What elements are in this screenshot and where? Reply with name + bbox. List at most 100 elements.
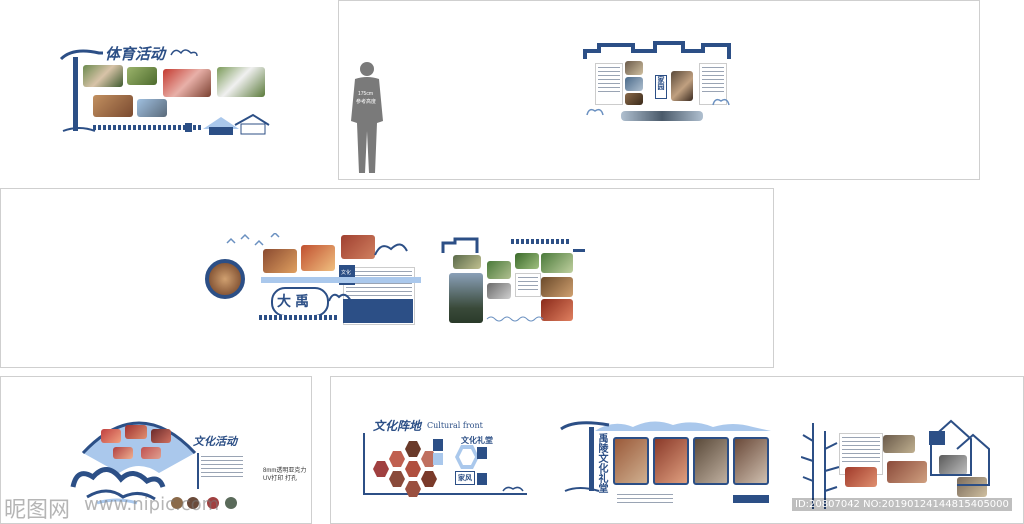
text-block [615,491,675,507]
bamboo-icon [801,423,840,509]
photo [83,65,123,87]
sub-title: 文化礼堂 [461,435,493,445]
tag-block [433,439,443,451]
wave-border [486,316,544,322]
hex-photo [373,461,389,477]
material-note: 8mm透明亚克力 [263,468,307,474]
vertical-title: 禹陵文化礼堂 [596,433,607,493]
hex-photo [405,441,421,457]
cloud-scroll-icon [70,467,166,505]
plaque-text: 家风 [458,473,472,482]
photo [613,437,649,485]
cloud-icon [328,293,352,302]
watermark-site: www.nipic.com [84,494,220,515]
photo [125,425,147,439]
panel-cultural-front: 文化阵地 Cultural front 文化礼堂 家风 禹陵文化礼堂 [330,376,1024,524]
photo [93,95,133,117]
roof-eave-icon [560,421,610,492]
cloud-icon [170,49,198,57]
photo [453,255,481,269]
photo [113,447,133,459]
plaque-text: 家园 [657,76,666,90]
mountain-outline [595,421,771,431]
fret-border [259,315,339,320]
plaque [929,431,945,445]
text-block [699,63,727,105]
frame-line [363,493,527,495]
house-outline [930,419,990,486]
photo [263,249,297,273]
cloud-icon [712,98,730,106]
photo [671,71,693,101]
bridge-band [621,111,703,121]
roof-line [573,249,585,252]
photo [151,429,171,443]
caption-bar [733,495,769,503]
photo [341,235,375,259]
panel-title: 文化活动 [193,435,237,448]
photo [515,253,539,269]
plaque: 家园 [655,75,667,99]
photo [625,77,643,91]
hex-photo [389,451,405,467]
hex-photo [459,449,475,465]
watermark-logo: 昵图网 [4,498,71,523]
photo [127,67,157,85]
panel-title: 体育活动 [105,45,166,63]
hex-photo [405,461,421,477]
photo [541,253,573,273]
photo [163,69,211,97]
text-block [595,63,623,105]
house-illustration [203,113,270,135]
cloud-icon [502,486,524,492]
round-photo [207,497,219,509]
photo [883,435,915,453]
photo [625,93,643,105]
person-silhouette-icon [351,62,383,173]
photo [301,245,335,271]
hui-style-roof [441,237,479,253]
birds-icon [226,233,280,246]
banner-text: 文化 [341,270,352,276]
photo [487,283,511,299]
hui-style-roof [583,41,731,59]
hex-photo [405,481,421,497]
tag-block [477,447,487,459]
photo [541,277,573,297]
photo [887,461,927,483]
photo [939,455,967,475]
panel-cultural-activities: 文化活动 8mm透明亚克力 UV打印 打孔 [0,376,312,524]
photo [957,477,987,497]
photo [137,99,167,117]
photo [653,437,689,485]
light-band [261,277,421,283]
round-photo [187,497,199,509]
photo [733,437,769,485]
hex-photo [389,471,405,487]
text-block [197,453,245,489]
panel-dayu: 大禹 文化 [0,188,774,368]
panel-homeland: 175cm 参考高度 家园 [338,0,980,180]
print-note: UV打印 打孔 [263,476,298,482]
photo [487,261,511,279]
height-reference-label: 175cm [358,91,374,97]
fret-border [511,239,571,244]
photo [141,447,161,459]
height-reference-caption: 参考高度 [356,99,377,105]
cloud-icon [586,108,604,116]
blue-band [343,299,413,323]
plaque: 家风 [455,471,475,485]
panel-title: 文化阵地 [373,419,422,433]
photo [693,437,729,485]
photo [845,467,877,487]
panel-title-english: Cultural front [427,421,483,430]
watermark-id: ID:20807042 NO:20190124144815405000 [792,498,1012,511]
round-photo [171,497,183,509]
plaque-text: 大禹 [277,294,313,310]
round-frame [205,259,245,299]
tag-block [477,473,487,485]
photo [101,429,121,443]
tag-block [433,453,443,465]
panel-sports-activities: 体育活动 [0,0,338,186]
fret-border [93,125,203,130]
